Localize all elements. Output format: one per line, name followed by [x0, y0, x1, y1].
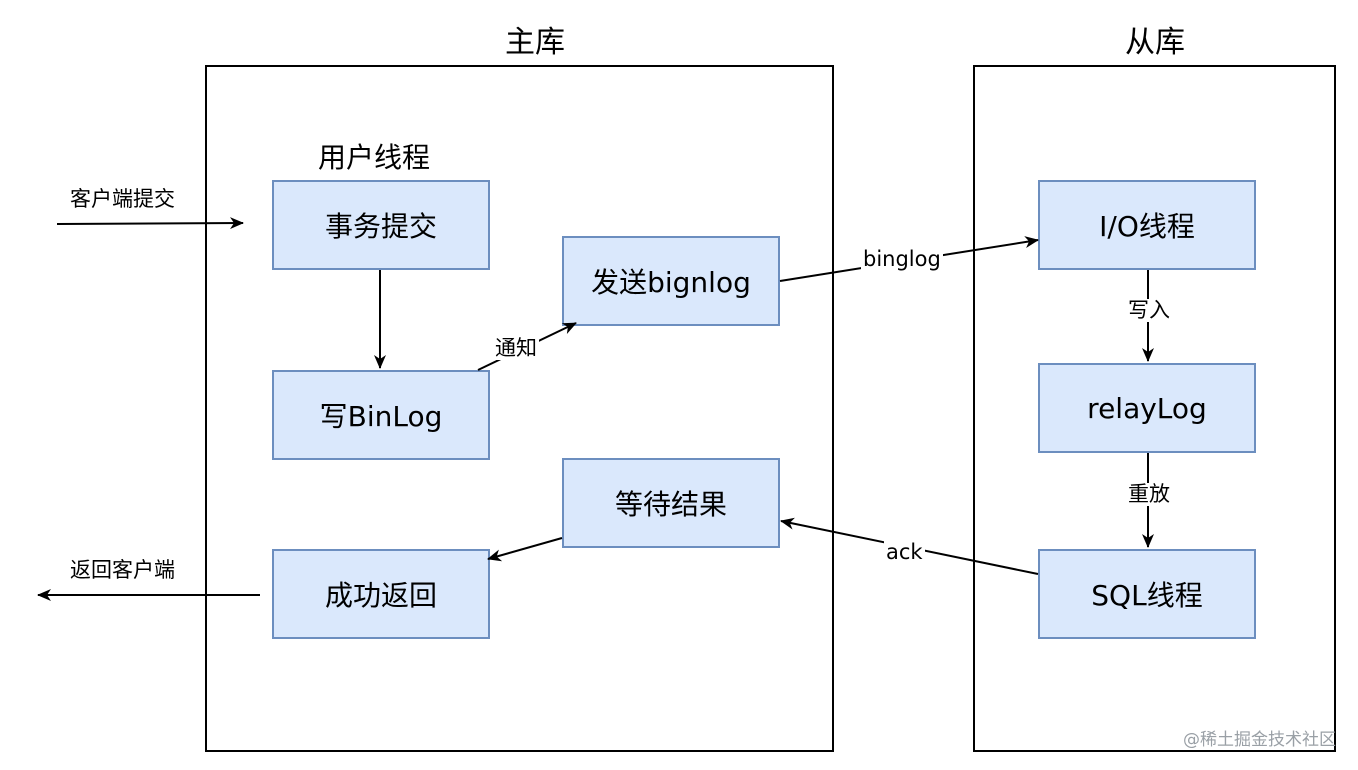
ack-label: ack: [884, 540, 925, 564]
success-return-box: 成功返回: [272, 549, 490, 639]
sql-thread-box-label: SQL线程: [1091, 579, 1203, 612]
master-title: 主库: [505, 25, 565, 60]
wait-result-box-label: 等待结果: [614, 488, 727, 521]
io-thread-box-label: I/O线程: [1099, 210, 1195, 243]
commit-box-label: 事务提交: [324, 210, 437, 243]
return-client-label: 返回客户端: [70, 558, 175, 582]
master-container: [205, 65, 834, 752]
commit-box: 事务提交: [272, 180, 490, 270]
io-thread-box: I/O线程: [1038, 180, 1256, 270]
relay-log-box-label: relayLog: [1087, 391, 1207, 425]
success-return-box-label: 成功返回: [324, 579, 437, 612]
slave-title: 从库: [1125, 25, 1185, 60]
arrow-wait-to-success: [487, 537, 563, 562]
watermark: @稀土掘金技术社区: [1183, 730, 1336, 750]
send-binlog-box-label: 发送bignlog: [591, 266, 751, 299]
client-commit-label: 客户端提交: [70, 187, 175, 211]
write-binlog-box-label: 写BinLog: [319, 400, 443, 433]
send-binlog-box: 发送bignlog: [562, 236, 780, 326]
wait-result-box: 等待结果: [562, 458, 780, 548]
relay-log-box: relayLog: [1038, 363, 1256, 453]
sql-thread-box: SQL线程: [1038, 549, 1256, 639]
user-thread-label: 用户线程: [318, 141, 431, 174]
arrow-client-commit: [56, 217, 244, 230]
replay-label: 重放: [1126, 482, 1172, 506]
binglog-label: binglog: [861, 247, 943, 271]
slave-container: [973, 65, 1336, 752]
write-binlog-box: 写BinLog: [272, 370, 490, 460]
write-in-label: 写入: [1126, 298, 1172, 322]
notify-label: 通知: [493, 336, 539, 360]
